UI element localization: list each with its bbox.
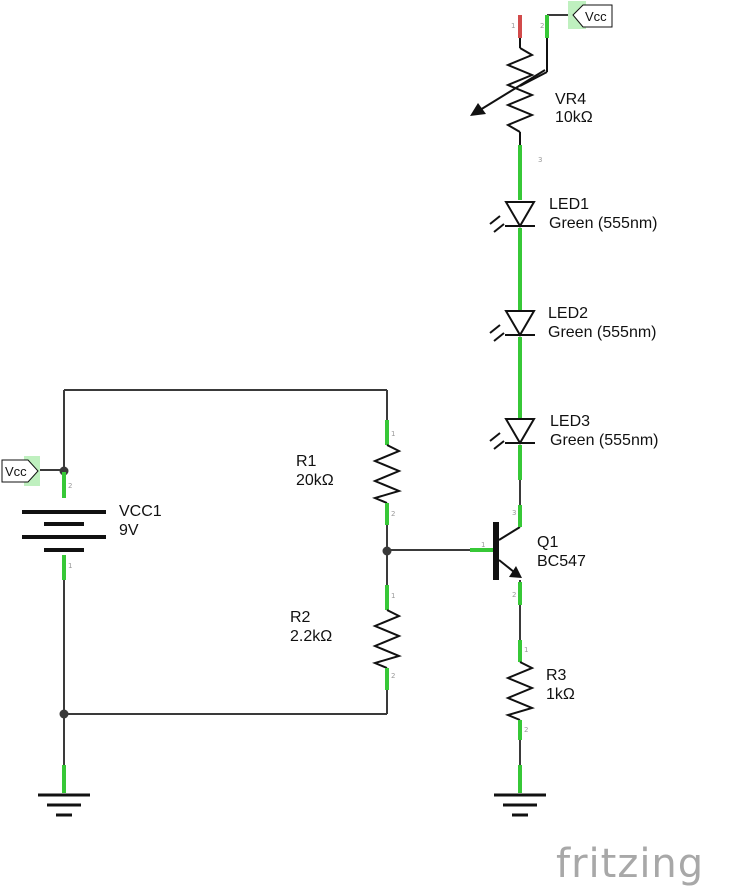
led2-ray [493,332,505,342]
junction-dot [59,466,69,476]
led3-ref-label: LED3 [550,413,590,430]
r2-zigzag [372,609,402,669]
led1-value-label: Green (555nm) [549,215,658,232]
vcc-label: Vcc [585,9,607,24]
vcc-flag-top: Vcc [568,1,613,29]
q1-value-label: BC547 [537,553,586,570]
r1-value-label: 20kΩ [296,472,334,489]
led3-value-label: Green (555nm) [550,432,659,449]
pin-number: 1 [68,562,72,570]
led2-ray [489,324,501,334]
wires [35,14,573,790]
vcc1-value-label: 9V [119,522,139,539]
pin-number: 1 [391,592,395,600]
r1-ref-label: R1 [296,453,317,470]
vcc-flag-shape [572,4,613,28]
led2-value-label: Green (555nm) [548,324,657,341]
q1-emitter-arrow [509,566,522,578]
pin-number: 1 [481,541,485,549]
led-2: LED2 Green (555nm) [489,260,657,370]
pin-number: 1 [524,646,528,654]
vcc-flag-left: Vcc [1,456,40,486]
r3-ref-label: R3 [546,667,567,684]
r3-zigzag [505,661,535,721]
resistor-r2: 1 2 R2 2.2kΩ [290,585,402,690]
led3-triangle [504,418,536,445]
vcc1-ref-label: VCC1 [119,503,162,520]
vcc-label: Vcc [5,464,27,479]
ground-left [38,765,90,817]
led-1: LED1 Green (555nm) [489,168,658,260]
pin-number: 3 [512,509,516,517]
fritzing-watermark: fritzing [556,841,704,887]
q1-ref-label: Q1 [537,534,558,551]
pin-number: 1 [511,22,515,30]
led3-ray [489,432,501,442]
pin-number: 2 [68,482,72,490]
vr4-zigzag [505,47,535,133]
vr4-value-label: 10kΩ [555,109,593,126]
pin-number: 1 [391,430,395,438]
pin-number: 3 [538,156,542,164]
transistor-q1: 1 3 2 Q1 BC547 [470,505,586,605]
q1-collector-lead [498,526,521,541]
led1-ray [489,215,501,225]
led1-ray [493,223,505,233]
r2-ref-label: R2 [290,609,311,626]
vcc-flag-shape [1,459,39,483]
vr4-ref-label: VR4 [555,91,586,108]
vr4-arrow-head [470,103,486,116]
ground-right [494,765,546,817]
pin-number: 2 [540,22,544,30]
junction-dot [382,546,392,556]
r2-value-label: 2.2kΩ [290,628,332,645]
pin-number: 2 [524,726,528,734]
pin-number: 2 [512,591,516,599]
pin-number: 2 [391,672,395,680]
resistor-r1: 1 2 R1 20kΩ [296,420,402,525]
resistor-r3: 1 2 R3 1kΩ [505,640,575,740]
r1-zigzag [372,444,402,504]
potentiometer-vr4: 1 2 3 VR4 10kΩ [470,15,593,168]
led2-ref-label: LED2 [548,305,588,322]
led2-triangle [504,310,536,337]
led-3: LED3 Green (555nm) [489,370,659,480]
vr4-arrow-line [479,69,546,111]
r3-value-label: 1kΩ [546,686,575,703]
junction-dot [59,709,69,719]
led1-triangle [504,201,536,228]
led1-ref-label: LED1 [549,196,589,213]
battery-vcc1: 2 1 VCC1 9V [22,472,162,580]
q1-emitter-lead [498,559,515,573]
pin-number: 2 [391,510,395,518]
led3-ray [493,440,505,450]
